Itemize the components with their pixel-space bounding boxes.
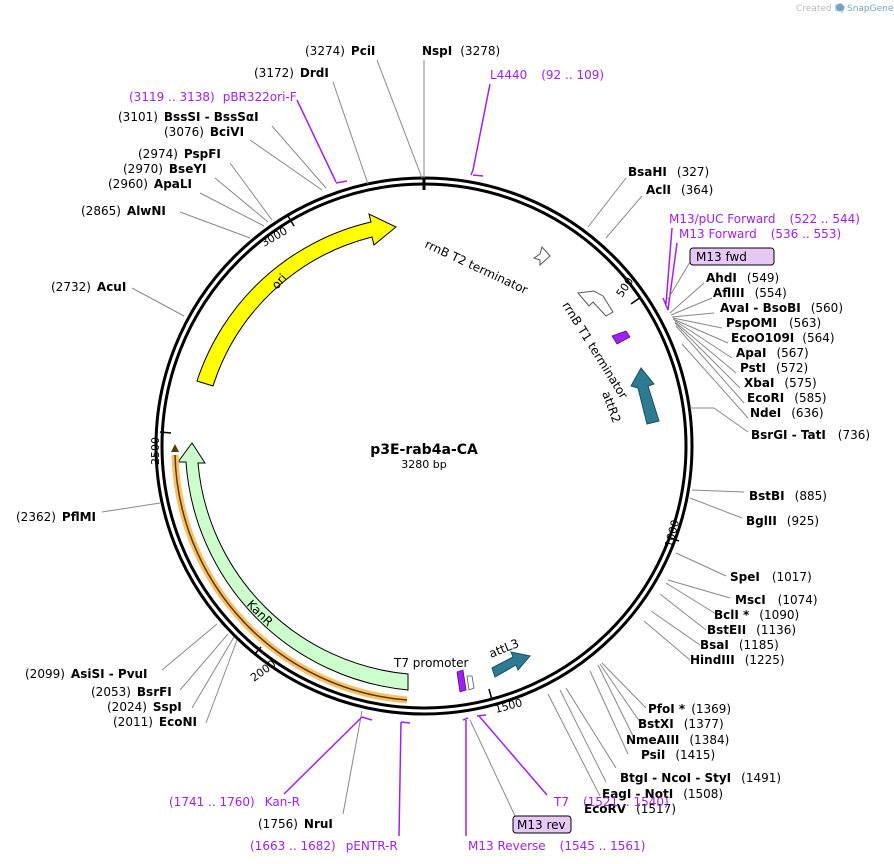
- primer-m13puc: M13/pUC Forward(522 .. 544): [669, 212, 860, 226]
- enzyme-bcli: BclI *(1090): [714, 608, 799, 622]
- ori-arrow-shape: [196, 213, 397, 387]
- watermark-prefix: Created by: [796, 4, 846, 14]
- enzyme-xbai: XbaI(575): [744, 376, 817, 390]
- rrnb-t2-label: rrnB T2 terminator: [423, 237, 530, 297]
- attl3-arrow-shape: [491, 651, 531, 678]
- enzyme-alwni: (2865)AlwNI: [81, 204, 166, 218]
- svg-text:M13 rev: M13 rev: [517, 818, 566, 832]
- enzyme-pspomi: PspOMI(563): [726, 316, 821, 330]
- feature-rrnb-t2[interactable]: rrnB T2 terminator: [423, 237, 551, 297]
- orf-arrowhead: [171, 444, 179, 452]
- enzyme-ndei: NdeI(636): [750, 406, 824, 420]
- primer-pentr: (1663 .. 1682)pENTR-R: [250, 839, 398, 853]
- enzyme-spei: SpeI(1017): [730, 570, 812, 584]
- enzyme-bstxi: BstXI(1377): [638, 717, 724, 731]
- t7-promoter-marker: [456, 669, 467, 693]
- enzyme-acli: AclI(364): [646, 183, 713, 197]
- svg-text:1500: 1500: [493, 696, 523, 716]
- enzyme-pflmi: (2362)PflMI: [16, 510, 96, 524]
- enzyme-apai: ApaI(567): [736, 346, 809, 360]
- svg-text:M13 fwd: M13 fwd: [696, 250, 747, 264]
- tick-1000: 1000: [662, 518, 682, 548]
- enzyme-bcivi: (3076)BciVI: [164, 125, 244, 139]
- tick-2500: 2500: [149, 431, 172, 465]
- enzyme-hindiii: HindIII(1225): [690, 653, 785, 667]
- enzyme-bsai: BsaI(1185): [700, 638, 779, 652]
- enzyme-acui: (2732)AcuI: [51, 280, 126, 294]
- m13-rev-box[interactable]: M13 rev: [512, 815, 572, 834]
- enzyme-apali: (2960)ApaLI: [108, 177, 192, 191]
- enzyme-btgi: BtgI - NcoI - StyI(1491): [620, 771, 781, 785]
- enzyme-bseyi: (2970)BseYI: [123, 162, 207, 176]
- enzyme-asisi: (2099)AsiSI - PvuI: [25, 667, 148, 681]
- svg-text:1000: 1000: [662, 518, 682, 548]
- kanr-arrow-shape: [177, 442, 409, 691]
- svg-text:2500: 2500: [149, 437, 162, 465]
- plasmid-size: 3280 bp: [401, 458, 446, 471]
- enzyme-ecorv: EcoRV(1517): [584, 802, 676, 816]
- primer-m13fwd: M13 Forward(536 .. 553): [679, 227, 841, 241]
- kanr-orf-line: [174, 454, 408, 701]
- enzyme-ecoo109i: EcoO109I(564): [731, 331, 835, 345]
- tick-1500: 1500: [488, 688, 524, 716]
- tick-500: 500: [614, 275, 642, 305]
- enzyme-avai: AvaI - BsoBI(560): [720, 301, 843, 315]
- plasmid-name: p3E-rab4a-CA: [370, 442, 478, 458]
- snapgene-logo-icon: [836, 3, 844, 12]
- enzyme-pspfi: (2974)PspFI: [138, 147, 221, 161]
- feature-ori[interactable]: ori: [196, 213, 397, 387]
- enzyme-bsahi: BsaHI(327): [628, 165, 709, 179]
- enzyme-psii: PsiI(1415): [641, 748, 715, 762]
- enzyme-bglii: BglII(925): [746, 514, 819, 528]
- primer-t7: T7(1521 .. 1540): [553, 795, 669, 809]
- primer-site-marker-top: [611, 330, 631, 345]
- feature-kanr[interactable]: KanR: [177, 442, 409, 691]
- enzyme-afliii: AflIII(554): [713, 286, 787, 300]
- primer-kanr: (1741 .. 1760)Kan-R: [169, 795, 300, 809]
- enzyme-ecori: EcoRI(585): [747, 391, 827, 405]
- svg-text:3000: 3000: [259, 224, 290, 249]
- attr2-arrow-shape: [630, 367, 660, 425]
- primer-m13rev: M13 Reverse(1545 .. 1561): [468, 839, 645, 853]
- enzyme-nrui: (1756)NruI: [258, 817, 333, 831]
- feature-rrnb-t1[interactable]: rrnB T1 terminator: [559, 290, 631, 401]
- watermark-brand: SnapGene: [847, 4, 894, 14]
- rrnb-t2-arrow-shape: [532, 245, 551, 267]
- enzyme-pcii: (3274)PciI: [305, 44, 375, 58]
- enzyme-bsssi: (3101)BssSI - BssSαI: [118, 110, 259, 124]
- enzyme-ahdi: AhdI(549): [706, 271, 779, 285]
- primer-marks: [283, 83, 678, 837]
- feature-t7-promoter[interactable]: T7 promoter: [393, 656, 475, 693]
- enzyme-pfoi: PfoI *(1369): [648, 702, 731, 716]
- enzyme-bstbi: BstBI(885): [749, 489, 827, 503]
- t7-promoter-label: T7 promoter: [393, 656, 469, 670]
- primer-l4440: L4440(92 .. 109): [490, 68, 604, 82]
- feature-attl3[interactable]: attL3: [487, 636, 531, 678]
- rrnb-t1-label: rrnB T1 terminator: [559, 299, 630, 401]
- enzyme-eagi: EagI - NotI(1508): [602, 787, 723, 801]
- lac-operator-marker: [466, 675, 475, 691]
- enzyme-bsrfi: (2053)BsrFI: [91, 685, 172, 699]
- enzyme-bsteii: BstEII(1136): [707, 623, 796, 637]
- m13-fwd-box[interactable]: M13 fwd: [689, 247, 775, 266]
- enzyme-nspi: NspI(3278): [422, 44, 500, 58]
- primer-pbr322ori: (3119 .. 3138)pBR322ori-F: [129, 90, 297, 104]
- enzyme-msci: MscI(1074): [735, 593, 818, 607]
- rrnb-t1-arrow-shape: [577, 290, 614, 317]
- enzyme-psti: PstI(572): [740, 361, 808, 375]
- enzyme-drdi: (3172)DrdI: [254, 66, 329, 80]
- enzyme-leader-lines: [101, 59, 749, 815]
- enzyme-sspi: (2024)SspI: [107, 700, 182, 714]
- enzyme-bsrgi: BsrGI - TatI(736): [751, 428, 870, 442]
- enzyme-econi: (2011)EcoNI: [113, 715, 197, 729]
- enzyme-nmeaiii: NmeAIII(1384): [626, 733, 729, 747]
